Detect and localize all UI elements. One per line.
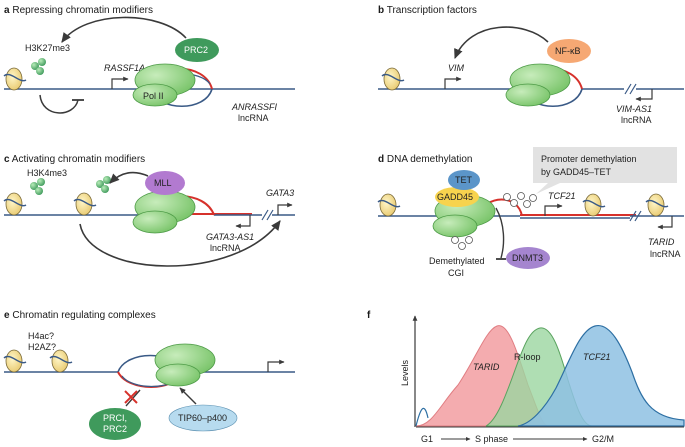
- label-dnmt3: DNMT3: [512, 253, 543, 263]
- antisense-promoter-arrow: [635, 89, 653, 102]
- recruitment-arrow: [454, 26, 549, 60]
- demethylated-cpg-circles: [451, 192, 537, 250]
- nucleosome-icon: [3, 67, 27, 91]
- panel-d-header: d DNA demethylation: [378, 154, 473, 165]
- nucleosome-icon: [377, 193, 401, 217]
- prc-complex: [89, 408, 141, 440]
- prc2-complex: [175, 38, 219, 62]
- series-tcf21: [517, 325, 685, 427]
- panel-a-header: a Repressing chromatin modifiers: [4, 5, 153, 16]
- panel-e-header: e Chromatin regulating complexes: [4, 310, 156, 321]
- gene-tcf21: TCF21: [548, 191, 576, 201]
- promoter-arrow: [277, 202, 293, 215]
- series-label-rloop: R-loop: [514, 352, 541, 362]
- panel-a: a Repressing chromatin modifiers H3K27me…: [3, 5, 295, 123]
- label-h3k27me3: H3K27me3: [25, 43, 70, 53]
- promoter-arrow: [544, 203, 563, 216]
- panel-e: e Chromatin regulating complexes H4ac? H…: [3, 310, 295, 440]
- nucleosome-icon: [3, 349, 27, 373]
- nucleosome-icon: [645, 193, 669, 217]
- antisense-promoter-arrow: [235, 215, 251, 229]
- label-prc-line2: PRC2: [103, 424, 127, 434]
- y-axis-label: Levels: [400, 359, 410, 386]
- nucleosome-icon: [73, 192, 97, 216]
- nfkb-factor: [547, 39, 591, 63]
- gadd45-protein: [435, 187, 479, 207]
- series-label-tarid: TARID: [473, 362, 500, 372]
- label-tet: TET: [455, 175, 473, 185]
- promoter-arrow: [111, 76, 129, 89]
- recruitment-arrow: [61, 16, 187, 43]
- callout-box: [533, 147, 677, 183]
- activation-arrow: [79, 220, 281, 267]
- series-label-tcf21: TCF21: [583, 352, 611, 362]
- pol-ii-enzyme: [132, 63, 196, 107]
- lnc-name: GATA3-AS1: [206, 232, 254, 242]
- nucleosome-icon: [3, 192, 27, 216]
- callout-line1: Promoter demethylation: [541, 154, 637, 164]
- label-tip60: TIP60–p400: [178, 413, 227, 423]
- cgi-line2: CGI: [448, 268, 464, 278]
- repression-arrow: [39, 94, 79, 114]
- nucleosome-icon: [381, 67, 405, 91]
- label-mll: MLL: [154, 178, 172, 188]
- x-label-g2m: G2/M: [592, 434, 614, 444]
- mark-line2: H2AZ?: [28, 342, 56, 352]
- panel-c-header: c Activating chromatin modifiers: [4, 154, 145, 165]
- lnc-name: ANRASSFI: [231, 102, 278, 112]
- x-label-g1: G1: [421, 434, 433, 444]
- lnc-type: lncRNA: [621, 115, 652, 125]
- panel-c: c Activating chromatin modifiers H3K4me3…: [3, 154, 295, 267]
- blocked-cross-icon: [124, 390, 138, 404]
- label-gadd45: GADD45: [437, 192, 473, 202]
- inhibition-arrow: [495, 207, 505, 259]
- methyl-marks-icon: [96, 176, 111, 193]
- label-pol-ii: Pol II: [143, 91, 164, 101]
- panel-f: f Levels TARID R-loop TCF21 G1 S phase G…: [367, 310, 685, 444]
- lnc-type: lncRNA: [650, 249, 681, 259]
- lnc-type: lncRNA: [210, 243, 241, 253]
- antisense-promoter-arrow: [657, 216, 673, 230]
- gene-gata3: GATA3: [266, 188, 294, 198]
- tet-protein: [448, 170, 480, 190]
- pol-ii-enzyme: [154, 343, 216, 387]
- promoter-arrow: [267, 359, 285, 372]
- mll-complex: [145, 171, 185, 195]
- pol-ii-enzyme: [132, 190, 196, 234]
- label-h3k4me3: H3K4me3: [27, 168, 67, 178]
- dnmt3-protein: [506, 247, 550, 269]
- promoter-arrow: [444, 76, 462, 89]
- panel-b: b Transcription factors VIM NF-κB VIM-AS…: [378, 5, 684, 125]
- mark-line1: H4ac?: [28, 331, 54, 341]
- tip60-complex: [168, 404, 238, 432]
- pol-ii-enzyme: [505, 63, 571, 107]
- nucleosome-icon: [582, 193, 606, 217]
- panel-b-header: b Transcription factors: [378, 5, 477, 16]
- binding-arrow: [179, 387, 197, 405]
- recruitment-arrow: [109, 171, 149, 184]
- lnc-name: TARID: [648, 237, 675, 247]
- callout-line2: by GADD45–TET: [541, 167, 612, 177]
- gene-rassf1a: RASSF1A: [104, 63, 145, 73]
- cgi-line1: Demethylated: [429, 256, 485, 266]
- label-nfkb: NF-κB: [555, 46, 581, 56]
- lnc-type: lncRNA: [238, 113, 269, 123]
- methyl-marks-icon: [30, 178, 45, 195]
- panel-f-header: f: [367, 310, 371, 321]
- gene-vim: VIM: [448, 63, 465, 73]
- nucleosome-icon: [49, 349, 73, 373]
- panel-d: d DNA demethylation GADD45 TET: [377, 147, 684, 278]
- label-prc-line1: PRCI,: [103, 413, 127, 423]
- x-label-s: S phase: [475, 434, 508, 444]
- lnc-name: VIM-AS1: [616, 104, 652, 114]
- label-prc2: PRC2: [184, 45, 208, 55]
- methyl-marks-icon: [31, 58, 46, 75]
